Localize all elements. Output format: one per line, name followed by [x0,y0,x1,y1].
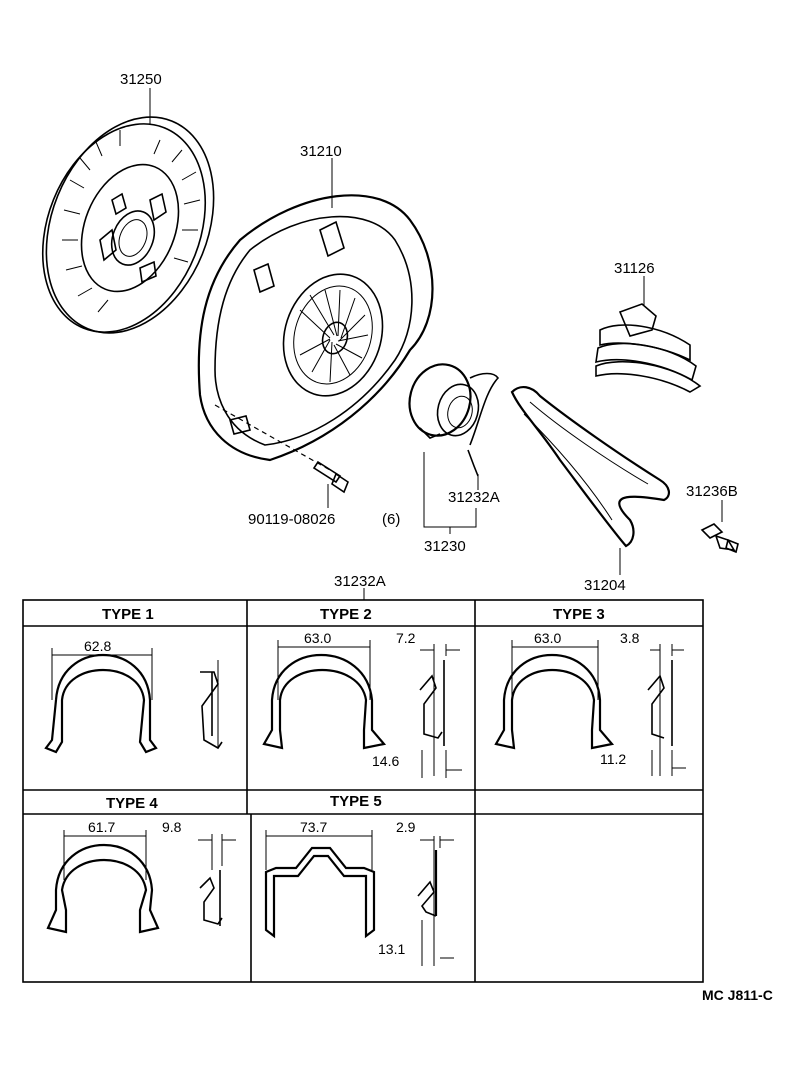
label-boot: 31126 [614,260,655,277]
type-2-header: TYPE 2 [320,606,372,623]
type-1-width: 62.8 [84,638,111,654]
type-4-thickness: 9.8 [162,819,182,835]
type-4-width: 61.7 [88,819,115,835]
type-2-width: 63.0 [304,630,331,646]
diagram-code: MC J811-C [702,987,773,1003]
type-4-clip-drawing [46,830,236,934]
type-5-clip-drawing [264,830,454,966]
label-clutch-disc: 31250 [120,71,162,88]
bolt-drawing [312,460,349,508]
type-5-width: 73.7 [300,819,327,835]
type-4-header: TYPE 4 [106,795,158,812]
type-5-height: 13.1 [378,941,405,957]
type-2-clip-drawing [262,640,462,778]
label-release-bearing: 31230 [424,538,466,555]
type-2-thickness: 7.2 [396,630,416,646]
type-3-header: TYPE 3 [553,606,605,623]
type-3-height: 11.2 [600,751,626,767]
label-clutch-cover: 31210 [300,143,342,160]
type-3-width: 63.0 [534,630,561,646]
type-2-height: 14.6 [372,753,399,769]
type-3-thickness: 3.8 [620,630,640,646]
type-5-thickness: 2.9 [396,819,416,835]
label-release-fork: 31204 [584,577,626,594]
type-5-header: TYPE 5 [330,793,382,810]
clip-table [22,588,704,983]
label-bolt: 90119-08026 [248,511,335,528]
release-fork-drawing [510,386,670,575]
ball-stud-drawing [700,500,739,554]
label-bolt-qty: (6) [382,511,400,528]
clutch-disc-drawing [41,88,215,334]
release-bearing-drawing [408,363,500,534]
type-3-clip-drawing [494,640,686,776]
clutch-cover-drawing [197,158,434,471]
label-clip-table-ref: 31232A [334,573,386,590]
type-1-clip-drawing [44,648,223,754]
type-1-header: TYPE 1 [102,606,154,623]
label-ball-stud: 31236B [686,483,738,500]
boot-drawing [595,276,702,393]
label-clip-upper: 31232A [448,489,500,506]
